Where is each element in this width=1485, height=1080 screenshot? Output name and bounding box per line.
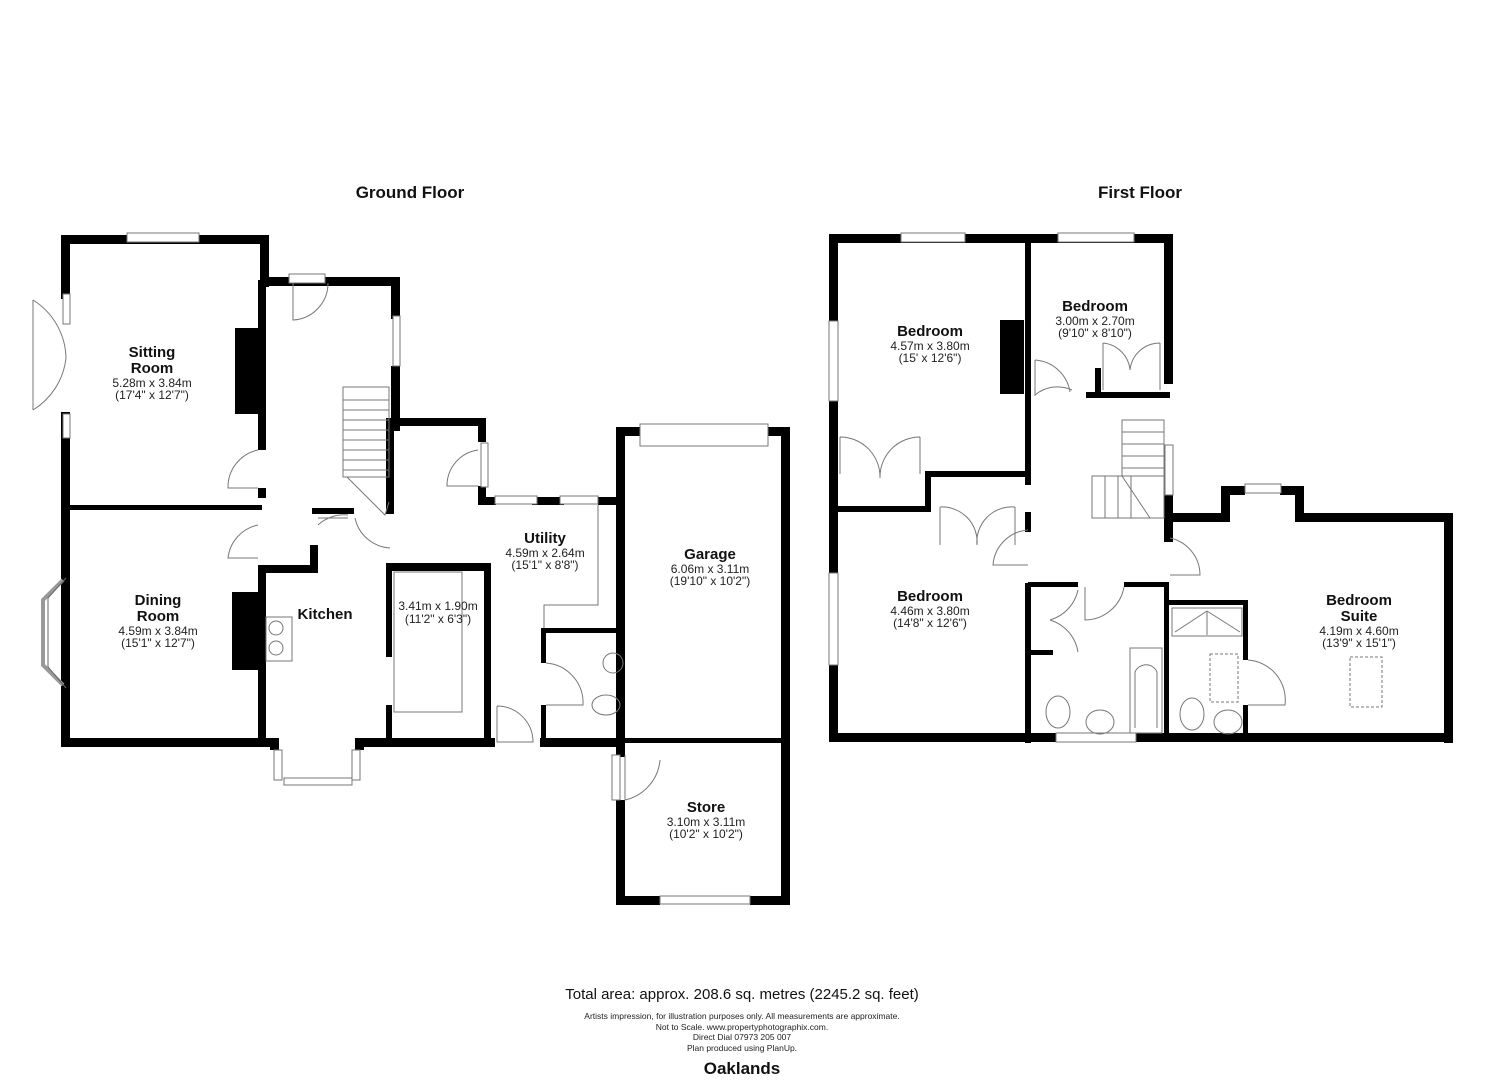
- disclaimer: Artists impression, for illustration pur…: [584, 1011, 899, 1053]
- room-dimension-metric: 3.41m x 1.90m: [398, 599, 478, 613]
- total-area: Total area: approx. 208.6 sq. metres (22…: [565, 986, 919, 1003]
- room-dimension-imperial: (14'8" x 12'6"): [893, 616, 967, 631]
- disclaimer-line: Not to Scale. www.propertyphotographix.c…: [655, 1021, 829, 1032]
- room-label-store: Store 3.10m x 3.11m (10'2" x 10'2"): [667, 800, 745, 841]
- room-dimension-imperial: (9'10" x 8'10"): [1058, 326, 1132, 341]
- room-dimension-metric: 4.59m x 2.64m: [505, 545, 585, 560]
- room-label-bedroom-2: Bedroom 3.00m x 2.70m (9'10" x 8'10"): [1055, 299, 1134, 340]
- room-dimension-imperial: (19'10" x 10'2"): [669, 574, 751, 589]
- room-dimensions-kitchen: 3.41m x 1.90m (11'2" x 6'3"): [398, 600, 477, 625]
- disclaimer-line: Plan produced using PlanUp.: [686, 1042, 798, 1053]
- ground-floor-walls: [61, 235, 790, 905]
- first-floor-fixtures: [828, 232, 1383, 743]
- ground-floor-title: Ground Floor: [355, 183, 465, 202]
- room-name: Kitchen: [297, 606, 353, 623]
- room-dimension-imperial: (17'4" x 12'7"): [115, 388, 189, 403]
- room-name: Suite: [1340, 607, 1378, 625]
- room-name: Room: [130, 359, 174, 377]
- room-dimension-imperial: (15'1" x 8'8"): [511, 558, 579, 573]
- room-dimension-metric: 4.57m x 3.80m: [890, 338, 970, 353]
- property-name: Oaklands: [703, 1059, 781, 1078]
- room-name: Sitting: [128, 344, 176, 361]
- room-label-bedroom-3: Bedroom 4.46m x 3.80m (14'8" x 12'6"): [890, 589, 969, 630]
- room-dimension-imperial: (15'1" x 12'7"): [121, 636, 195, 651]
- room-name: Utility: [524, 530, 566, 547]
- room-name: Bedroom: [897, 323, 963, 340]
- room-label-garage: Garage 6.06m x 3.11m (19'10" x 10'2"): [670, 547, 750, 588]
- room-label-dining-room: Dining Room 4.59m x 3.84m (15'1" x 12'7"…: [118, 593, 197, 650]
- ground-floor-fixtures: [32, 232, 769, 905]
- room-label-kitchen: Kitchen: [297, 607, 352, 623]
- room-dimension-metric: 4.59m x 3.84m: [118, 623, 198, 638]
- room-dimension-metric: 6.06m x 3.11m: [670, 561, 750, 576]
- first-floor-walls: [829, 234, 1453, 743]
- room-label-utility: Utility 4.59m x 2.64m (15'1" x 8'8"): [505, 531, 584, 572]
- room-label-bedroom-suite: Bedroom Suite 4.19m x 4.60m (13'9" x 15'…: [1319, 593, 1398, 650]
- disclaimer-line: Artists impression, for illustration pur…: [584, 1011, 900, 1021]
- room-name: Bedroom: [1326, 592, 1392, 609]
- room-dimension-metric: 5.28m x 3.84m: [112, 375, 192, 390]
- first-floor-title: First Floor: [1097, 183, 1183, 202]
- room-name: Store: [686, 799, 726, 816]
- room-dimension-imperial: (11'2" x 6'3"): [404, 611, 472, 626]
- room-label-sitting-room: Sitting Room 5.28m x 3.84m (17'4" x 12'7…: [112, 345, 191, 402]
- room-name: Garage: [684, 546, 736, 563]
- room-dimension-metric: 3.00m x 2.70m: [1055, 313, 1135, 328]
- room-name: Room: [136, 607, 180, 625]
- room-name: Bedroom: [1062, 298, 1128, 315]
- room-dimension-metric: 4.46m x 3.80m: [890, 603, 970, 618]
- room-dimension-imperial: (13'9" x 15'1"): [1322, 636, 1396, 651]
- disclaimer-line: Direct Dial 07973 205 007: [692, 1032, 792, 1042]
- room-label-bedroom-1: Bedroom 4.57m x 3.80m (15' x 12'6"): [890, 324, 969, 365]
- room-name: Dining: [134, 592, 182, 609]
- room-dimension-imperial: (10'2" x 10'2"): [669, 827, 743, 842]
- room-dimension-metric: 4.19m x 4.60m: [1319, 623, 1399, 638]
- room-dimension-metric: 3.10m x 3.11m: [666, 814, 746, 829]
- room-name: Bedroom: [897, 588, 963, 605]
- room-dimension-imperial: (15' x 12'6"): [898, 351, 962, 366]
